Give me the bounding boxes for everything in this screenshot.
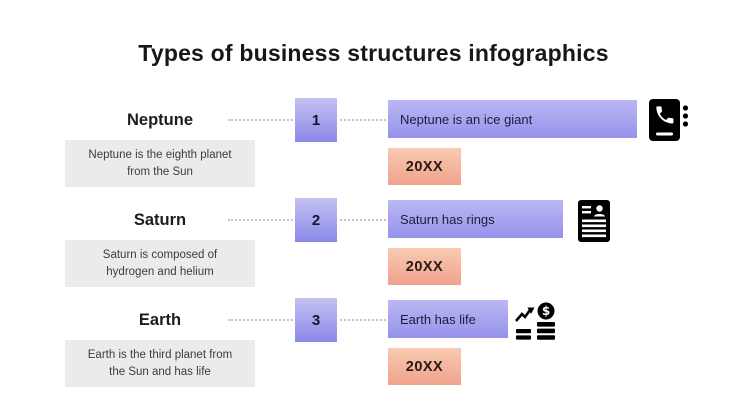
planet-description: Neptune is the eighth planet from the Su… [65,140,255,187]
fact-bar: Earth has life [388,300,508,338]
fact-bar: Saturn has rings [388,200,563,238]
year-badge: 20XX [388,248,461,285]
contact-book-icon [649,99,695,141]
planet-description: Saturn is composed of hydrogen and heliu… [65,240,255,287]
step-number-badge: 2 [295,198,337,242]
dotted-connector [228,219,293,221]
year-badge: 20XX [388,348,461,385]
step-number-badge: 3 [295,298,337,342]
svg-text:$: $ [542,304,550,318]
dotted-connector [228,319,293,321]
row-saturn: Saturn Saturn is composed of hydrogen an… [0,198,747,290]
dotted-connector [340,219,386,221]
year-badge: 20XX [388,148,461,185]
step-number-badge: 1 [295,98,337,142]
dotted-connector [228,119,293,121]
page-title: Types of business structures infographic… [138,40,609,66]
row-earth: Earth Earth is the third planet from the… [0,298,747,390]
planet-name: Earth [138,311,182,329]
planet-description: Earth is the third planet from the Sun a… [65,340,255,387]
fact-bar: Neptune is an ice giant [388,100,637,138]
resume-icon [578,200,624,242]
dotted-connector [340,119,386,121]
row-neptune: Neptune Neptune is the eighth planet fro… [0,98,747,190]
money-growth-icon: $ [514,302,560,344]
planet-name: Neptune [127,111,193,129]
dotted-connector [340,319,386,321]
planet-name: Saturn [133,211,187,229]
